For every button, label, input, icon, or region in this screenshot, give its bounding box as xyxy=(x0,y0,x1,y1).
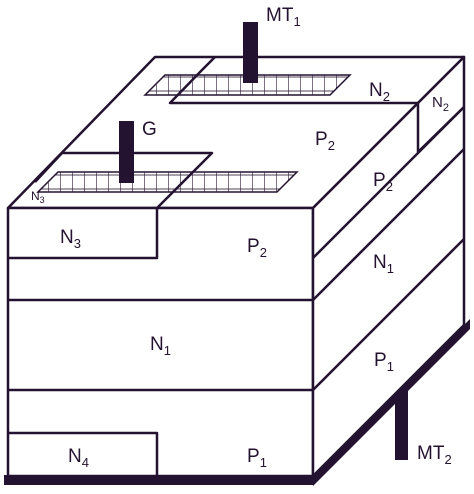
top-p2-label: P2 xyxy=(315,129,335,153)
terminal-posts xyxy=(119,22,408,460)
bottom-electrode xyxy=(4,319,470,486)
side-p1-label: P1 xyxy=(374,350,394,374)
mt2-post-join xyxy=(395,387,408,413)
n2-side-notch xyxy=(416,103,465,154)
front-n1-label: N1 xyxy=(150,334,171,358)
side-layer-line-1 xyxy=(312,148,465,301)
n4-front-pocket xyxy=(8,431,159,476)
side-n1-label: N1 xyxy=(373,252,394,276)
front-n3-label: N3 xyxy=(60,227,81,251)
gate-label: G xyxy=(142,119,157,140)
mt1-post xyxy=(243,22,258,83)
mt1-label: MT1 xyxy=(266,5,301,29)
top-n3-label: N3 xyxy=(31,189,45,205)
contacts xyxy=(36,74,352,193)
front-face xyxy=(6,206,315,478)
bottom-metal-side xyxy=(313,319,470,486)
side-layer-line-2 xyxy=(312,238,465,391)
mt2-label: MT2 xyxy=(417,443,452,467)
gate-post xyxy=(119,121,134,183)
bottom-metal-front xyxy=(4,475,314,485)
corner-n2-label: N2 xyxy=(432,94,449,114)
n3-front-pocket xyxy=(8,208,159,260)
mt2-post xyxy=(395,395,408,460)
gate-contact-pad xyxy=(36,171,299,193)
front-p1-label: P1 xyxy=(247,446,267,470)
front-n4-label: N4 xyxy=(68,446,89,470)
top-n2-label: N2 xyxy=(369,80,390,104)
mt1-contact-pad xyxy=(143,74,352,96)
labels: MT1 G MT2 N2 N2 P2 P2 N3 N3 P2 N1 N1 P1 … xyxy=(31,5,452,470)
front-p2-label: P2 xyxy=(247,236,267,260)
side-p2-label: P2 xyxy=(373,170,393,194)
